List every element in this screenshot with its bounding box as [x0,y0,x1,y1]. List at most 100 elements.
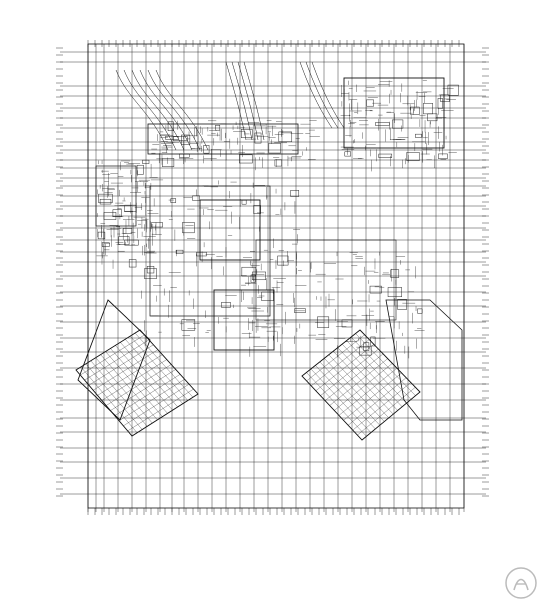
left-wing-diamond [75,329,199,437]
detail-room [290,190,300,197]
wing-hatch-line [334,363,393,411]
wing-hatch-line [306,372,367,437]
wing-hatch-line [130,336,188,401]
wing-hatch-line [329,358,388,406]
wing-hatch-line [93,349,158,391]
wing-hatch-line [343,372,402,421]
detail-room [239,154,253,164]
site-contour-line [311,61,345,129]
wing-hatch-line [114,374,181,416]
detail-room [241,266,257,277]
wing-hatch-line [139,329,199,395]
detail-room [366,99,374,107]
detail-room [341,319,353,328]
detail-room [250,274,256,283]
site-contour-line [115,69,169,151]
wing-hatch-line [123,384,190,426]
wing-hatch-line [346,340,407,404]
wing-hatch-line [324,353,384,401]
detail-room [124,204,137,212]
wing-hatch-line [328,354,389,418]
detail-room [136,164,144,175]
site-contour-line [155,69,209,151]
wing-hatch-line [355,333,416,396]
detail-room [215,124,221,131]
detail-room [99,198,112,205]
atrium-block [199,199,261,261]
watermark-logo-icon [505,567,537,599]
wing-hatch-line [95,357,153,424]
core-enclosure [149,185,271,317]
wing-hatch-line [125,339,183,404]
detail-room [387,287,402,297]
site-contour-line [243,61,265,141]
wing-hatch-line [333,351,394,415]
wing-hatch-line [315,344,374,391]
wing-hatch-line [97,354,163,396]
wing-hatch-line [115,345,173,411]
wing-hatch-line [301,375,363,441]
wing-hatch-line [127,388,194,432]
detail-room [146,266,155,274]
upper-hall-block [147,123,299,155]
detail-room [437,98,443,109]
detail-room [170,198,177,203]
wing-hatch-line [120,342,178,408]
wing-hatch-line [324,358,385,422]
site-contour-line [305,61,339,129]
top-right-block [343,77,445,149]
wing-hatch-line [118,379,185,421]
wing-hatch-line [306,334,365,382]
detail-room [438,153,448,159]
detail-room [274,159,282,167]
plan-outline [87,43,465,509]
detail-room [392,119,404,129]
left-service-block [95,165,137,227]
detail-room [97,231,106,240]
detail-room [203,145,210,154]
wing-hatch-line [359,329,421,393]
wing-hatch-line [348,377,407,426]
wing-hatch-line [88,344,154,386]
wing-hatch-line [342,344,403,407]
plan-border [87,43,465,509]
detail-room [173,136,188,141]
detail-room [128,259,137,268]
wing-hatch-line [106,364,172,406]
site-contour-line [237,61,259,141]
detail-room [102,242,110,247]
detail-room [103,212,117,220]
detail-room [277,255,289,266]
wing-hatch-line [84,339,150,381]
detail-room [142,159,150,164]
detail-room [415,133,422,138]
detail-room [397,299,407,310]
detail-room [294,308,306,313]
wing-hatch-line [301,329,361,377]
dense-detail-area [96,80,459,359]
detail-room [124,239,139,246]
detail-room [261,291,274,301]
wing-hatch-line [110,348,168,414]
detail-room [406,152,420,162]
site-contour-line [139,69,193,151]
wing-hatch-line [75,369,133,437]
detail-room [179,153,190,158]
wing-hatch-line [350,336,412,400]
detail-room [268,142,281,154]
detail-room [181,134,191,145]
wing-hatch-line [110,369,176,411]
wing-hatch-line [352,382,411,431]
detail-room [118,236,130,245]
grid-lines [56,40,489,515]
wing-hatch-line [80,366,138,433]
wing-hatch-line [100,354,158,420]
site-contour-line [131,69,185,151]
wing-hatch-line [75,329,141,371]
detail-room [410,106,420,115]
detail-room [196,251,207,257]
wing-hatch-line [315,365,376,430]
detail-room [378,153,393,158]
wing-hatch-line [310,368,372,433]
left-wing-outline [77,299,151,421]
